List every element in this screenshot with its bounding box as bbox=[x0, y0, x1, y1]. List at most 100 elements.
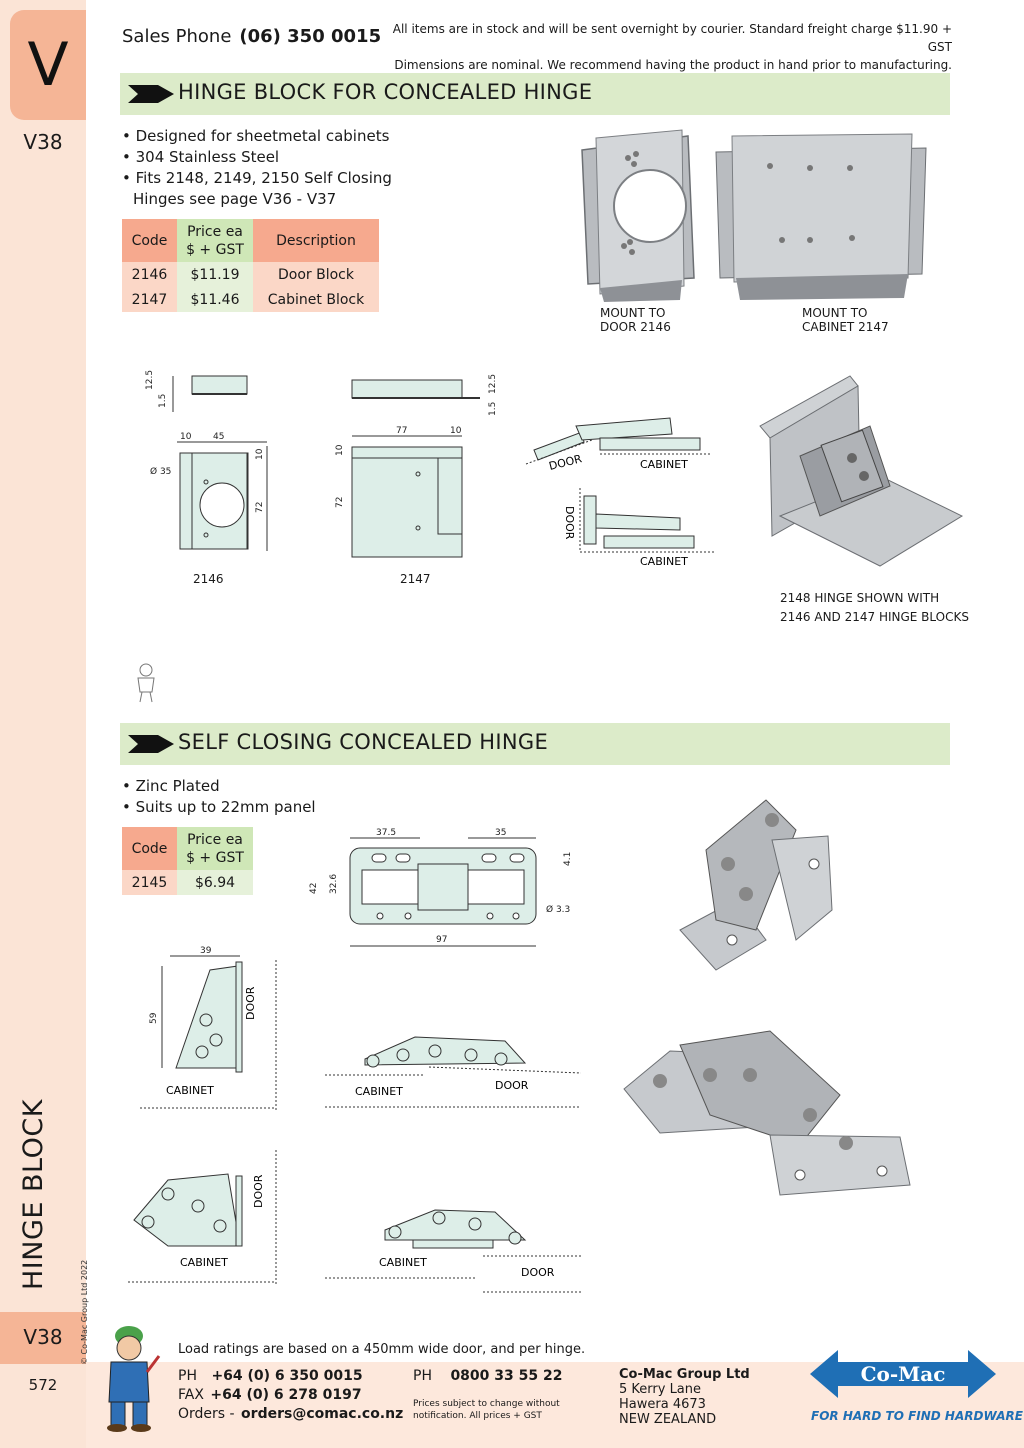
table-row: 2145 $6.94 bbox=[122, 870, 253, 895]
cell-price: $11.46 bbox=[177, 287, 253, 312]
feature-item: • 304 Stainless Steel bbox=[122, 148, 280, 166]
cell-code: 2147 bbox=[122, 287, 177, 312]
hinge-side-drawing-1: 39 59 CABINET DOOR bbox=[140, 946, 277, 1110]
caption-line: MOUNT TO bbox=[802, 306, 868, 320]
header-price: Price ea $ + GST bbox=[177, 827, 253, 870]
drawing-2147: 12.5 1.5 77 10 10 72 bbox=[335, 374, 498, 558]
address-line: 5 Kerry Lane bbox=[619, 1382, 702, 1397]
label-door: DOOR bbox=[563, 506, 576, 540]
label-cabinet: CABINET bbox=[180, 1256, 228, 1269]
dim-side-height: 59 bbox=[149, 1012, 159, 1024]
comac-logo: Co-Mac bbox=[810, 1350, 996, 1398]
sales-phone-number[interactable]: (06) 350 0015 bbox=[239, 26, 382, 47]
dim-2146-height: 12.5 bbox=[145, 370, 155, 390]
header-price-line2: $ + GST bbox=[186, 849, 244, 866]
caption-line: MOUNT TO bbox=[600, 306, 666, 320]
disclaimer-line: notification. All prices + GST bbox=[413, 1411, 542, 1421]
dim-2147-top: 10 bbox=[335, 444, 345, 456]
price-disclaimer: Prices subject to change without notific… bbox=[413, 1398, 560, 1422]
table-row: 2146 $11.19 Door Block bbox=[122, 262, 379, 287]
page-code-bottom: V38 bbox=[23, 1325, 63, 1349]
section-title: SELF CLOSING CONCEALED HINGE bbox=[178, 730, 549, 754]
header-code: Code bbox=[122, 827, 177, 870]
drawing-2146: 12.5 1.5 10 45 Ø 35 10 72 2146 bbox=[145, 370, 268, 551]
feature-list: • Designed for sheetmetal cabinets • 304… bbox=[122, 126, 392, 210]
cell-price: $6.94 bbox=[177, 870, 253, 895]
label-cabinet: CABINET bbox=[166, 1084, 214, 1097]
dim-2146-width: 45 bbox=[213, 432, 224, 442]
cabinet-block-photo bbox=[715, 133, 927, 300]
hinge-side-drawing-2: CABINET DOOR bbox=[325, 1036, 582, 1108]
orders-line: Orders - orders@comac.co.nz bbox=[178, 1406, 403, 1422]
door-block-photo bbox=[581, 129, 695, 302]
arrow-icon bbox=[128, 85, 174, 103]
company-name: Co-Mac Group Ltd bbox=[619, 1367, 750, 1382]
price-table-self-closing-hinge: Code Price ea $ + GST 2145 $6.94 bbox=[122, 827, 253, 895]
section-banner-hinge-block: HINGE BLOCK FOR CONCEALED HINGE bbox=[120, 73, 950, 115]
dim-total-length: 97 bbox=[436, 935, 447, 945]
logo-text: Co-Mac bbox=[861, 1362, 946, 1386]
page-code-box bbox=[0, 1312, 86, 1364]
dim-2146-offset: 10 bbox=[180, 432, 192, 442]
mounting-diagram: DOOR CABINET DOOR CABINET bbox=[525, 417, 715, 568]
dim-2146-hole: Ø 35 bbox=[150, 466, 171, 477]
cabinet-block-caption: MOUNT TO CABINET 2147 bbox=[802, 306, 902, 334]
dim-side-width: 39 bbox=[200, 946, 212, 956]
label-cabinet: CABINET bbox=[379, 1256, 427, 1269]
page-code: V38 bbox=[23, 130, 63, 154]
dimensions-note: Dimensions are nominal. We recommend hav… bbox=[394, 58, 952, 72]
header-code: Code bbox=[122, 219, 177, 262]
dim-2147-width: 77 bbox=[396, 426, 407, 436]
orders-email[interactable]: orders@comac.co.nz bbox=[241, 1406, 404, 1422]
label-cabinet: CABINET bbox=[640, 555, 688, 568]
page-number: 572 bbox=[28, 1376, 58, 1394]
load-rating-note: Load ratings are based on a 450mm wide d… bbox=[178, 1342, 586, 1357]
table-row: 2147 $11.46 Cabinet Block bbox=[122, 287, 379, 312]
phone-number[interactable]: +64 (0) 6 350 0015 bbox=[211, 1368, 363, 1384]
mascot-sketch-icon bbox=[137, 663, 155, 703]
freephone-number[interactable]: 0800 33 55 22 bbox=[450, 1368, 563, 1384]
header-price: Price ea $ + GST bbox=[177, 219, 253, 262]
label-door: DOOR bbox=[495, 1079, 529, 1092]
dim-2146-thickness: 1.5 bbox=[158, 394, 168, 408]
feature-item: • Zinc Plated bbox=[122, 777, 220, 795]
dim-2146-length: 72 bbox=[255, 502, 265, 513]
header-price-line1: Price ea bbox=[187, 223, 243, 240]
caption-line: 2148 HINGE SHOWN WITH bbox=[780, 591, 940, 605]
caption-line: 2146 AND 2147 HINGE BLOCKS bbox=[780, 610, 969, 624]
arrow-icon bbox=[128, 735, 174, 753]
header-notes: All items are in stock and will be sent … bbox=[392, 20, 952, 74]
section-banner-self-closing-hinge: SELF CLOSING CONCEALED HINGE bbox=[120, 723, 950, 765]
label-2147-text: 2147 bbox=[400, 572, 431, 586]
feature-item: Hinges see page V36 - V37 bbox=[133, 190, 337, 208]
cell-code: 2145 bbox=[122, 870, 177, 895]
vertical-page-title: HINGE BLOCK bbox=[18, 1099, 49, 1290]
sidebar bbox=[0, 0, 86, 1448]
door-block-caption: MOUNT TO DOOR 2146 bbox=[600, 306, 690, 334]
phone-line: PH +64 (0) 6 350 0015 bbox=[178, 1368, 363, 1384]
company-address: Co-Mac Group Ltd 5 Kerry Lane Hawera 467… bbox=[619, 1367, 750, 1427]
cell-description: Door Block bbox=[253, 262, 379, 287]
feature-list: • Zinc Plated • Suits up to 22mm panel bbox=[122, 776, 316, 818]
dim-2147-height: 12.5 bbox=[488, 374, 498, 394]
hinge-side-drawing-4: CABINET DOOR bbox=[325, 1209, 581, 1293]
label-door: DOOR bbox=[244, 986, 257, 1020]
dim-right-leaf: 35 bbox=[495, 828, 506, 838]
fax-label: FAX bbox=[178, 1387, 204, 1403]
dim-2147-length: 72 bbox=[335, 497, 345, 508]
phone-label: PH bbox=[178, 1368, 197, 1384]
dim-left-leaf: 37.5 bbox=[376, 828, 396, 838]
address-line: Hawera 4673 bbox=[619, 1397, 706, 1412]
dim-hole: Ø 3.3 bbox=[546, 904, 570, 915]
feature-item: • Fits 2148, 2149, 2150 Self Closing bbox=[122, 169, 392, 187]
label-2146-text: 2146 bbox=[193, 572, 224, 586]
sales-phone-label: Sales Phone bbox=[122, 26, 232, 47]
dim-hole-offset: 4.1 bbox=[563, 852, 573, 866]
label-cabinet: CABINET bbox=[640, 458, 688, 471]
hinge-plan-drawing: 37.5 35 42 32.6 4.1 Ø 3.3 97 bbox=[309, 828, 573, 947]
feature-item: • Designed for sheetmetal cabinets bbox=[122, 127, 390, 145]
address-line: NEW ZEALAND bbox=[619, 1412, 717, 1427]
dim-height: 42 bbox=[309, 883, 319, 894]
dim-inner-height: 32.6 bbox=[329, 874, 339, 894]
header-price-line2: $ + GST bbox=[186, 241, 244, 258]
